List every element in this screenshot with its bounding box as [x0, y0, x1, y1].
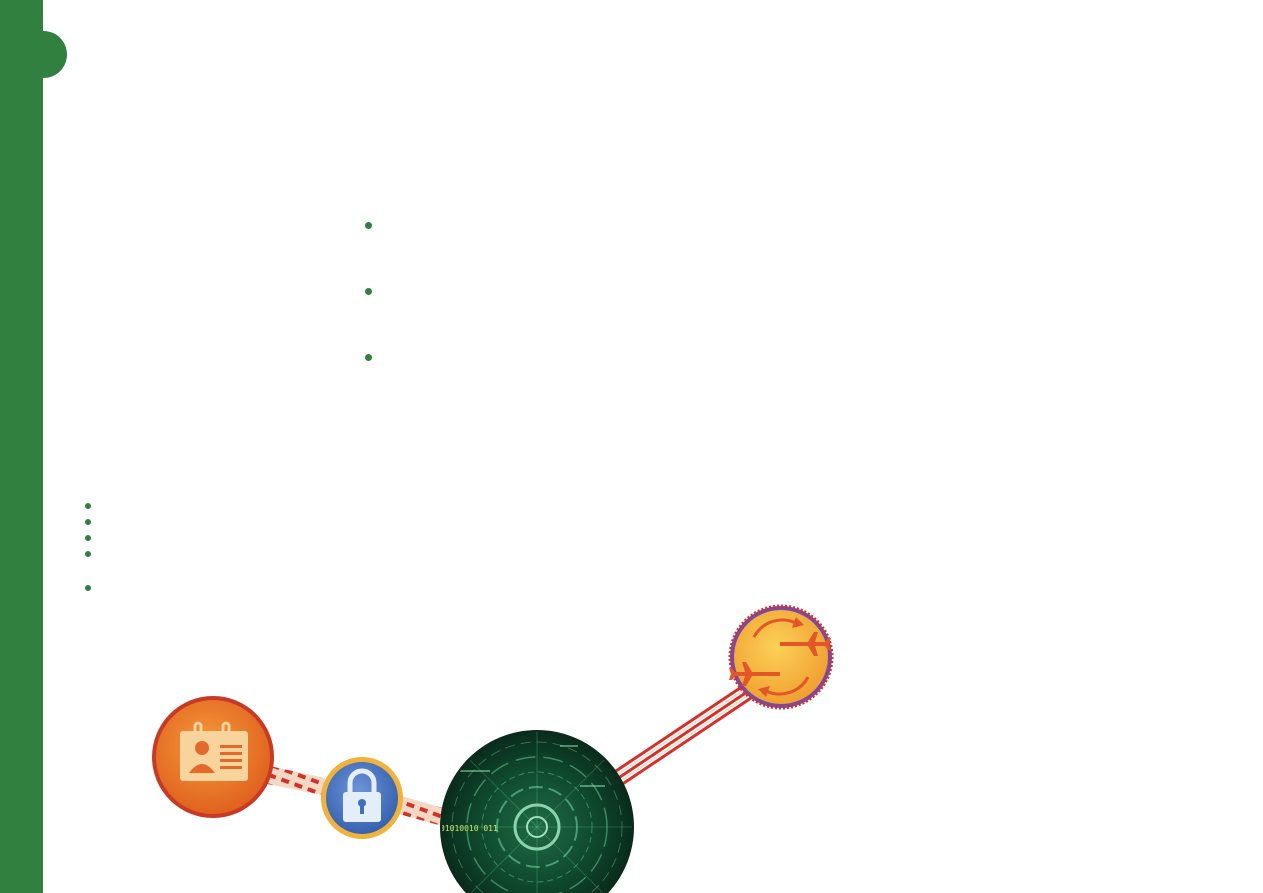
bullet-marker — [365, 354, 372, 361]
sidebar-tab-circle — [20, 31, 67, 78]
radar-network-icon: 01010010 011 — [440, 732, 632, 893]
bullet-marker — [85, 519, 91, 525]
binary-code-text: 01010010 011 — [440, 824, 498, 833]
bullet-marker — [85, 585, 91, 591]
airplanes-exchange-icon — [729, 617, 831, 697]
padlock-icon — [343, 768, 381, 822]
connector-badge-lock — [262, 765, 325, 795]
id-badge-icon — [180, 721, 248, 781]
green-sidebar — [0, 0, 43, 893]
bullet-marker — [85, 535, 91, 541]
airplanes-node — [728, 604, 834, 710]
connector-lock-radar — [395, 795, 450, 827]
connector-radar-airplane — [609, 678, 761, 789]
security-network-illustration: 01010010 011 — [152, 604, 834, 893]
padlock-node — [321, 757, 403, 839]
bullet-marker — [85, 551, 91, 557]
radar-network-node: 01010010 011 — [440, 730, 634, 893]
bullet-marker — [85, 503, 91, 509]
bullet-marker — [365, 288, 372, 295]
bullet-marker — [365, 222, 372, 229]
id-badge-node — [152, 696, 274, 818]
